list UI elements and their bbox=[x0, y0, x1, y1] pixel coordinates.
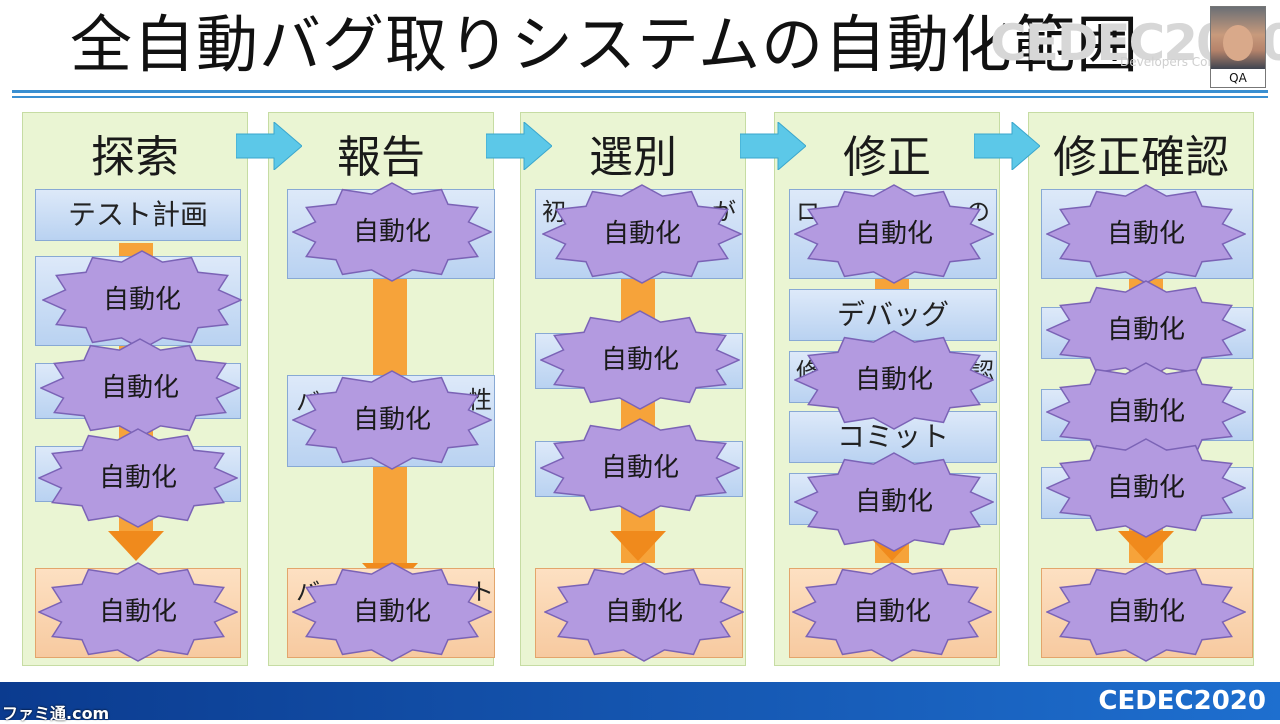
automation-burst: 自動化 bbox=[792, 562, 992, 662]
camera-label: QA bbox=[1229, 71, 1247, 85]
slide-title: 全自動バグ取りシステムの自動化範囲 bbox=[70, 8, 1140, 81]
automation-burst: 自動化 bbox=[40, 338, 240, 438]
automation-burst: 自動化 bbox=[42, 250, 242, 350]
automation-label: 自動化 bbox=[854, 487, 933, 517]
automation-burst: 自動化 bbox=[794, 184, 994, 284]
automation-burst: 自動化 bbox=[540, 418, 740, 518]
automation-label: 自動化 bbox=[852, 597, 931, 627]
famitsu-logo: ファミ通.com bbox=[2, 704, 110, 723]
automation-label: 自動化 bbox=[98, 597, 177, 627]
automation-label: 自動化 bbox=[854, 219, 933, 249]
stage-title: 修正確認 bbox=[1053, 132, 1229, 183]
automation-label: 自動化 bbox=[600, 453, 679, 483]
title-rule bbox=[12, 90, 1268, 93]
speaker-avatar bbox=[1211, 7, 1265, 69]
footer-bar bbox=[0, 682, 1280, 720]
automation-burst: 自動化 bbox=[542, 184, 742, 284]
automation-label: 自動化 bbox=[600, 345, 679, 375]
stage-arrow-4 bbox=[974, 122, 1040, 170]
automation-burst: 自動化 bbox=[1046, 362, 1246, 462]
automation-burst: 自動化 bbox=[292, 562, 492, 662]
automation-burst: 自動化 bbox=[1046, 184, 1246, 284]
box-label: テスト計画 bbox=[67, 198, 208, 231]
automation-label: 自動化 bbox=[352, 405, 431, 435]
automation-label: 自動化 bbox=[98, 463, 177, 493]
automation-label: 自動化 bbox=[854, 365, 933, 395]
stage-title: 選別 bbox=[589, 132, 677, 183]
automation-burst: 自動化 bbox=[544, 562, 744, 662]
automation-label: 自動化 bbox=[602, 219, 681, 249]
speaker-camera: QA bbox=[1210, 6, 1266, 88]
stage-title: 修正 bbox=[843, 132, 931, 183]
stage-arrow-1 bbox=[236, 122, 302, 170]
automation-label: 自動化 bbox=[352, 597, 431, 627]
automation-burst: 自動化 bbox=[794, 330, 994, 430]
automation-burst: 自動化 bbox=[1046, 438, 1246, 538]
automation-label: 自動化 bbox=[1106, 315, 1185, 345]
stage-title: 報告 bbox=[337, 132, 425, 183]
automation-label: 自動化 bbox=[1106, 473, 1185, 503]
automation-label: 自動化 bbox=[352, 217, 431, 247]
automation-label: 自動化 bbox=[100, 373, 179, 403]
box-test-plan: テスト計画 bbox=[35, 189, 241, 241]
automation-burst: 自動化 bbox=[794, 452, 994, 552]
automation-label: 自動化 bbox=[102, 285, 181, 315]
automation-burst: 自動化 bbox=[292, 182, 492, 282]
stage-title: 探索 bbox=[91, 132, 179, 183]
automation-label: 自動化 bbox=[604, 597, 683, 627]
flow-arrow-head bbox=[610, 531, 666, 561]
automation-label: 自動化 bbox=[1106, 397, 1185, 427]
flow-arrow-head bbox=[108, 531, 164, 561]
automation-burst: 自動化 bbox=[1046, 280, 1246, 380]
automation-burst: 自動化 bbox=[292, 370, 492, 470]
box-label: デバッグ bbox=[836, 298, 949, 331]
stage-arrow-3 bbox=[740, 122, 806, 170]
stage-arrow-2 bbox=[486, 122, 552, 170]
automation-label: 自動化 bbox=[1106, 597, 1185, 627]
automation-burst: 自動化 bbox=[38, 562, 238, 662]
title-rule-2 bbox=[12, 96, 1268, 98]
automation-burst: 自動化 bbox=[38, 428, 238, 528]
automation-label: 自動化 bbox=[1106, 219, 1185, 249]
automation-burst: 自動化 bbox=[1046, 562, 1246, 662]
automation-burst: 自動化 bbox=[540, 310, 740, 410]
footer-logo: CEDEC2020 bbox=[1098, 686, 1266, 716]
